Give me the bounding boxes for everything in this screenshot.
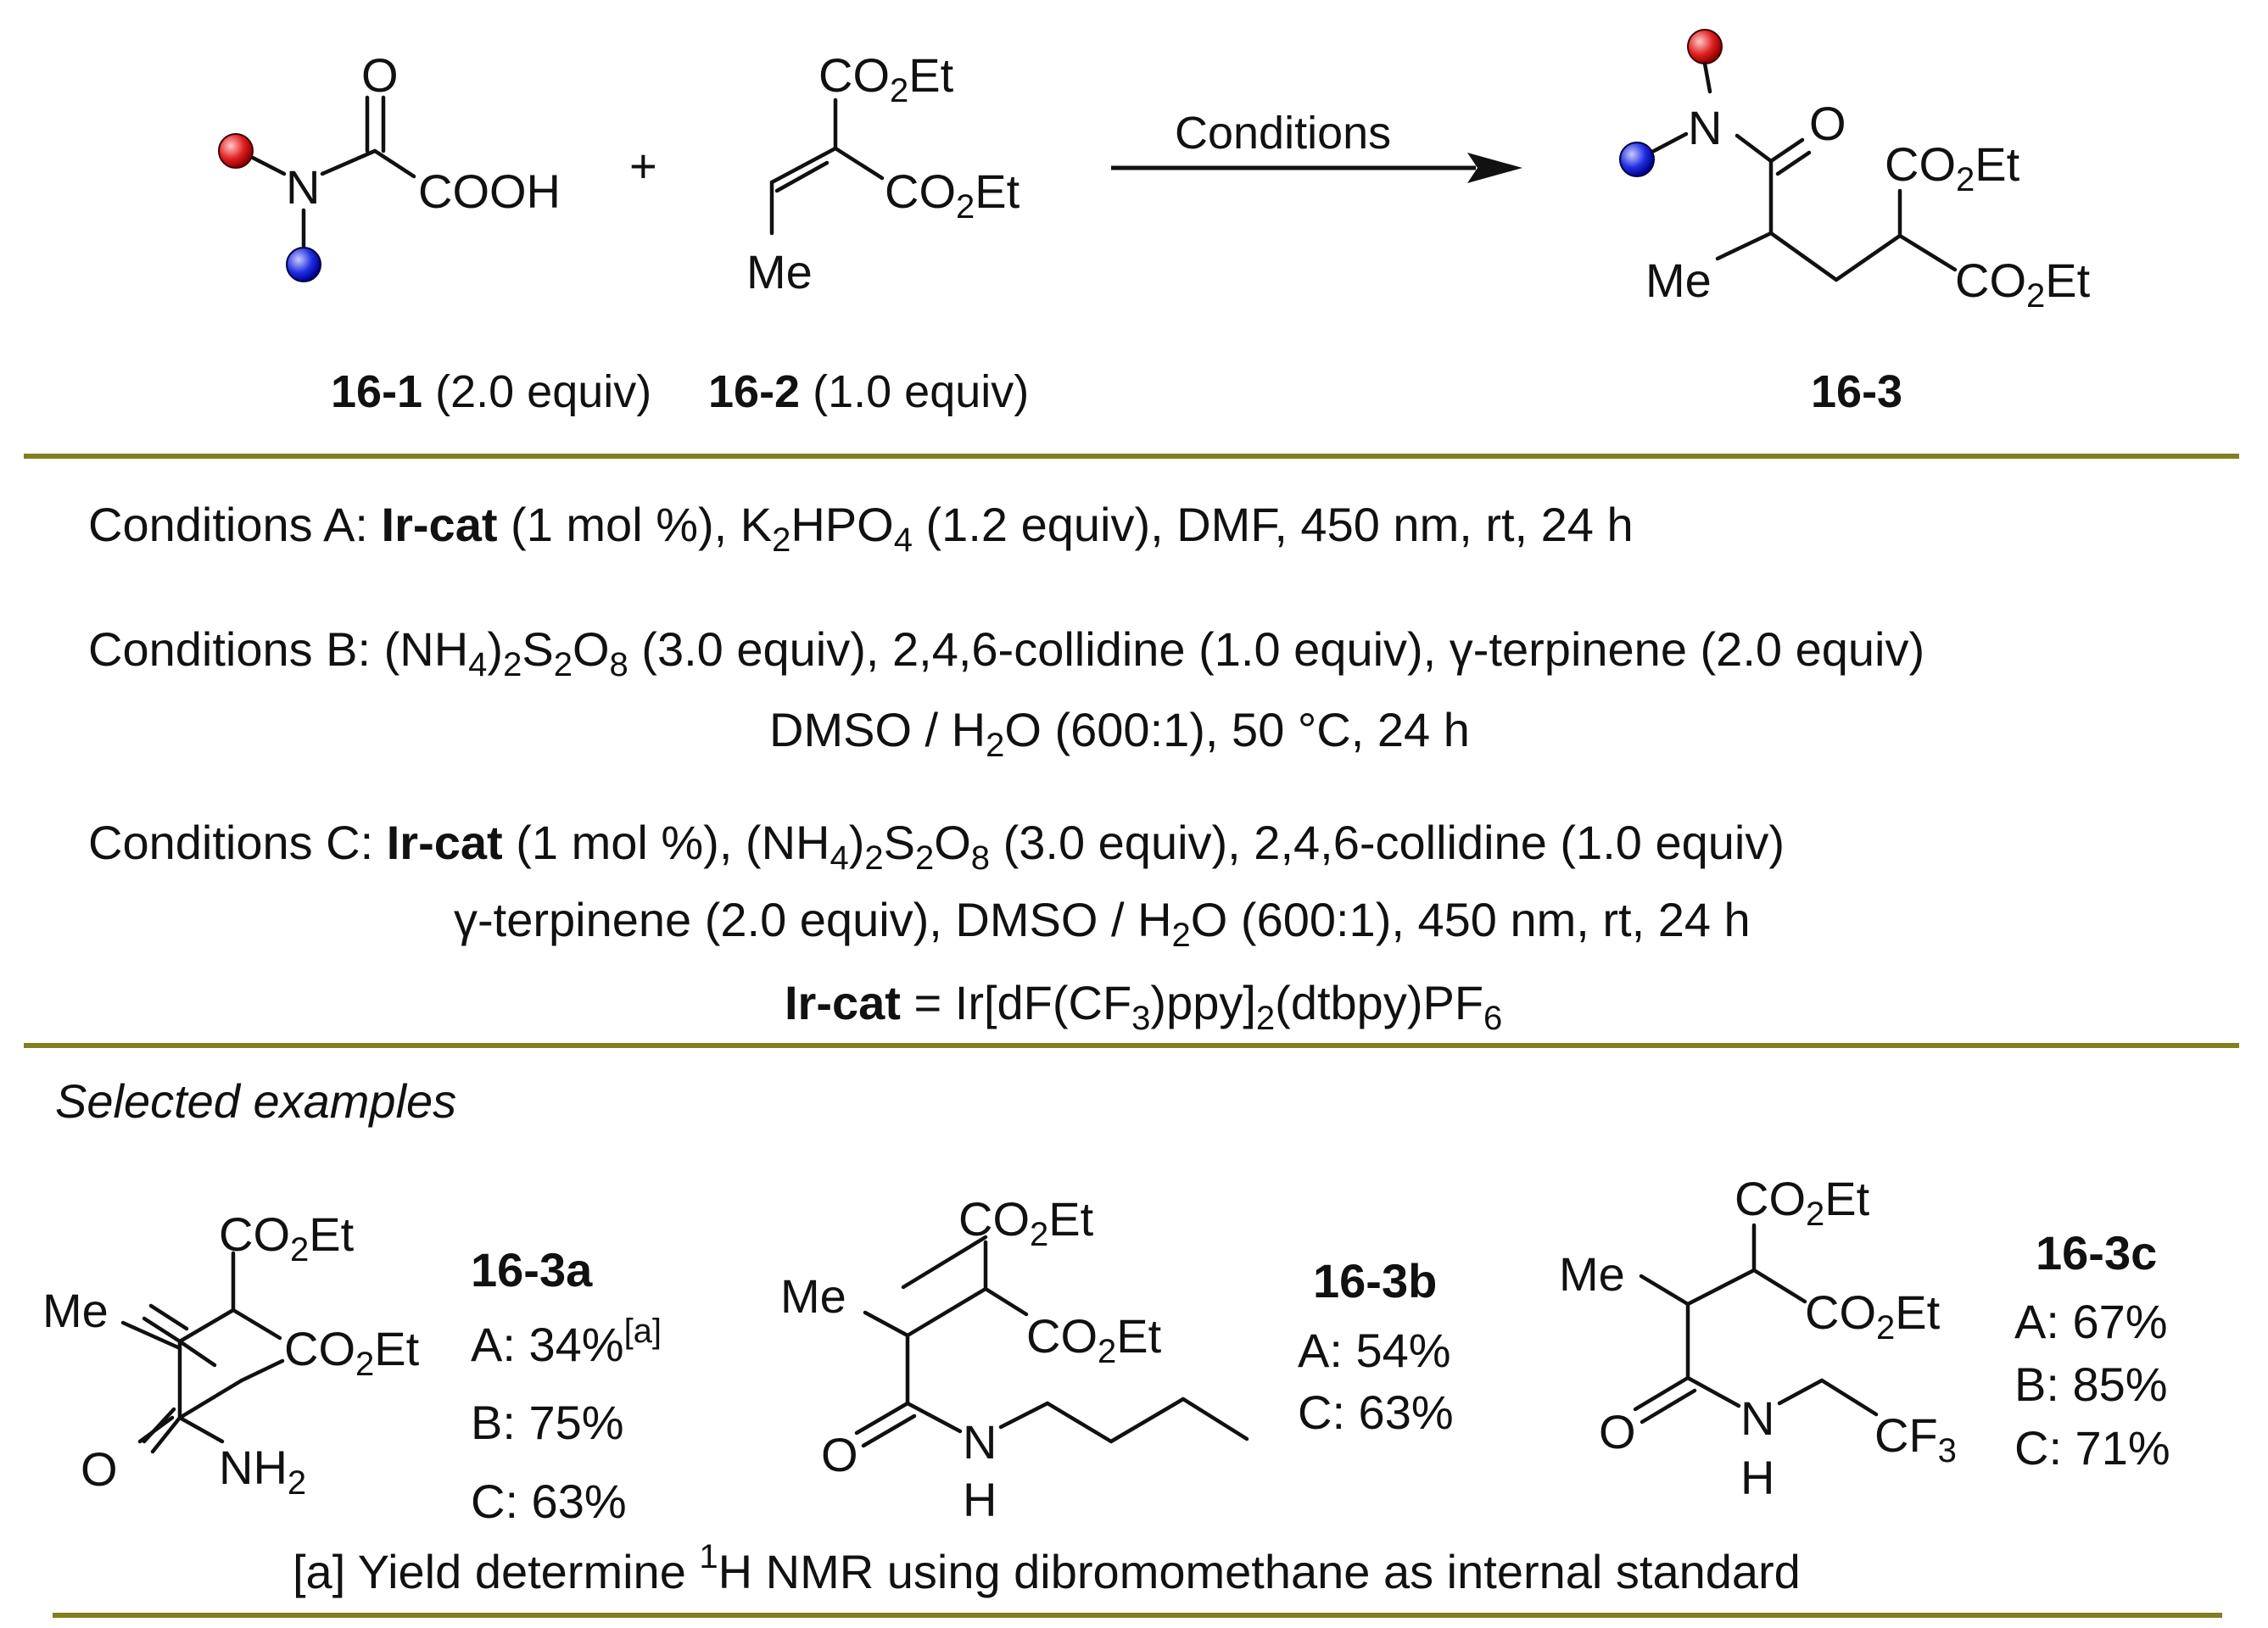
oxygen-label: O bbox=[1599, 1405, 1636, 1458]
example-16-3a-id: 16-3a bbox=[471, 1243, 593, 1296]
amide-nh2-label: NH2 bbox=[219, 1441, 306, 1502]
product-16-3-caption: 16-3 bbox=[1811, 366, 1902, 417]
arrow-conditions-label: Conditions bbox=[1175, 108, 1391, 159]
footnote-text: [a] Yield determine 1H NMR using dibromo… bbox=[293, 1538, 1801, 1598]
example-16-3a-yield-a: A: 34%[a] bbox=[471, 1313, 662, 1371]
oxygen-label: O bbox=[81, 1442, 118, 1496]
conditions-a-text: Conditions A: Ir-cat (1 mol %), K2HPO4 (… bbox=[88, 498, 1634, 559]
co2et-label-top: CO2Et bbox=[1735, 1172, 1870, 1233]
example-16-3b-structure: Me CO2Et CO2Et O N H bbox=[780, 1192, 1249, 1526]
methyl-label: Me bbox=[1645, 254, 1712, 307]
co2et-label-top: CO2Et bbox=[958, 1192, 1094, 1253]
cf3-label: CF3 bbox=[1874, 1408, 1957, 1469]
product-16-3-structure: N O Me CO2Et CO2Et bbox=[1619, 29, 2091, 315]
ir-cat-definition: Ir-cat = Ir[dF(CF3)ppy]2(dtbpy)PF6 bbox=[785, 976, 1502, 1037]
reactant-16-2-caption: 16-2 (1.0 equiv) bbox=[708, 366, 1029, 417]
reaction-arrow-head-icon bbox=[1467, 153, 1522, 183]
co2et-label-top: CO2Et bbox=[219, 1207, 355, 1268]
reactant-16-1-caption: 16-1 (2.0 equiv) bbox=[331, 366, 651, 417]
example-16-3a-yield-b: B: 75% bbox=[471, 1396, 624, 1449]
methyl-label: Me bbox=[746, 245, 813, 298]
co2et-label-right: CO2Et bbox=[1026, 1309, 1162, 1370]
nitrogen-label: N bbox=[286, 160, 320, 214]
selected-examples-heading: Selected examples bbox=[55, 1074, 456, 1128]
methyl-label: Me bbox=[1559, 1247, 1625, 1301]
nitrogen-label: N bbox=[963, 1415, 997, 1469]
co2et-label-top: CO2Et bbox=[818, 48, 954, 109]
reactant-16-2-structure: CO2Et CO2Et Me bbox=[746, 48, 1020, 298]
example-16-3c-yield-a: A: 67% bbox=[2014, 1295, 2168, 1348]
red-substituent-icon bbox=[1687, 29, 1723, 64]
conditions-c-line2: γ-terpinene (2.0 equiv), DMSO / H2O (600… bbox=[454, 893, 1751, 954]
conditions-c-line1: Conditions C: Ir-cat (1 mol %), (NH4)2S2… bbox=[88, 816, 1785, 877]
co2et-label-bottom: CO2Et bbox=[1955, 254, 2091, 315]
example-16-3b-yield-a: A: 54% bbox=[1298, 1324, 1451, 1377]
co2et-label-right: CO2Et bbox=[1805, 1285, 1941, 1346]
hydrogen-label: H bbox=[1740, 1451, 1774, 1504]
nitrogen-label: N bbox=[1688, 101, 1722, 154]
example-16-3a-yield-c: C: 63% bbox=[471, 1475, 627, 1528]
hydrogen-label: H bbox=[963, 1473, 997, 1526]
oxygen-label: O bbox=[1809, 97, 1846, 150]
reactant-16-1-structure: O N COOH bbox=[218, 48, 561, 282]
co2et-label-right: CO2Et bbox=[284, 1322, 420, 1383]
plus-sign: + bbox=[629, 139, 657, 192]
example-16-3c-yield-c: C: 71% bbox=[2014, 1421, 2170, 1475]
example-16-3a-structure: Me CO2Et CO2Et O NH2 bbox=[42, 1207, 420, 1502]
example-16-3b-id: 16-3b bbox=[1313, 1254, 1437, 1307]
example-16-3c-structure: Me CO2Et CO2Et O N H CF3 bbox=[1559, 1172, 1957, 1504]
co2et-label-right: CO2Et bbox=[885, 164, 1020, 226]
oxygen-label: O bbox=[361, 48, 399, 102]
example-16-3c-yield-b: B: 85% bbox=[2014, 1358, 2168, 1411]
methyl-label: Me bbox=[42, 1284, 109, 1337]
co2et-label-top: CO2Et bbox=[1885, 137, 2020, 198]
cooh-label: COOH bbox=[418, 164, 561, 218]
methyl-label: Me bbox=[780, 1269, 846, 1323]
example-16-3b-yield-c: C: 63% bbox=[1298, 1385, 1454, 1439]
blue-substituent-icon bbox=[1619, 142, 1655, 177]
conditions-b-line2: DMSO / H2O (600:1), 50 °C, 24 h bbox=[769, 703, 1470, 764]
red-substituent-icon bbox=[218, 133, 254, 169]
blue-substituent-icon bbox=[286, 247, 321, 282]
oxygen-label: O bbox=[821, 1428, 858, 1481]
nitrogen-label: N bbox=[1740, 1391, 1774, 1445]
example-16-3c-id: 16-3c bbox=[2036, 1226, 2157, 1280]
conditions-b-line1: Conditions B: (NH4)2S2O8 (3.0 equiv), 2,… bbox=[88, 622, 1924, 683]
